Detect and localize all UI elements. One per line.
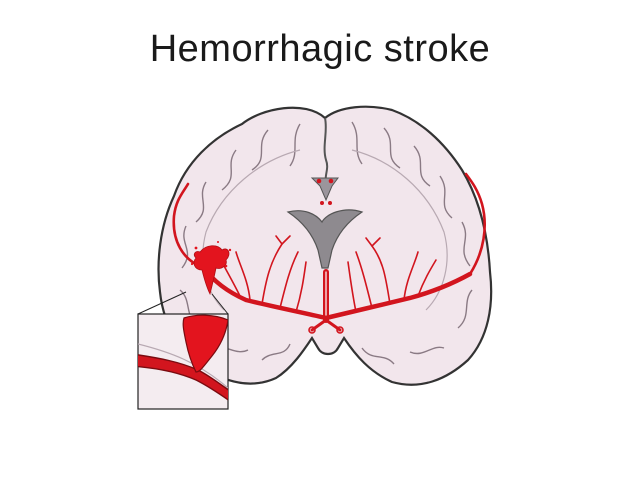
- lateral-ventricles: [286, 209, 364, 269]
- gyri-left: [179, 123, 301, 361]
- inset-rupture: [182, 314, 228, 373]
- slide-title: Hemorrhagic stroke: [149, 28, 491, 70]
- ventricle-icon: [286, 209, 364, 269]
- surface-artery-left: [172, 182, 206, 270]
- mca-left: [201, 265, 329, 321]
- zoom-inset-icon: [137, 313, 229, 410]
- septum: [310, 177, 339, 202]
- hemorrhage-icon: [190, 241, 232, 296]
- gyri-right: [351, 121, 473, 365]
- inset-vessel: [138, 354, 228, 401]
- perforating-branches: [221, 235, 437, 313]
- mca-right: [323, 271, 473, 321]
- surface-artery-right: [464, 172, 486, 276]
- zoom-connector: [137, 291, 229, 315]
- vessel-icon: [172, 172, 486, 334]
- hemorrhage: [193, 245, 230, 296]
